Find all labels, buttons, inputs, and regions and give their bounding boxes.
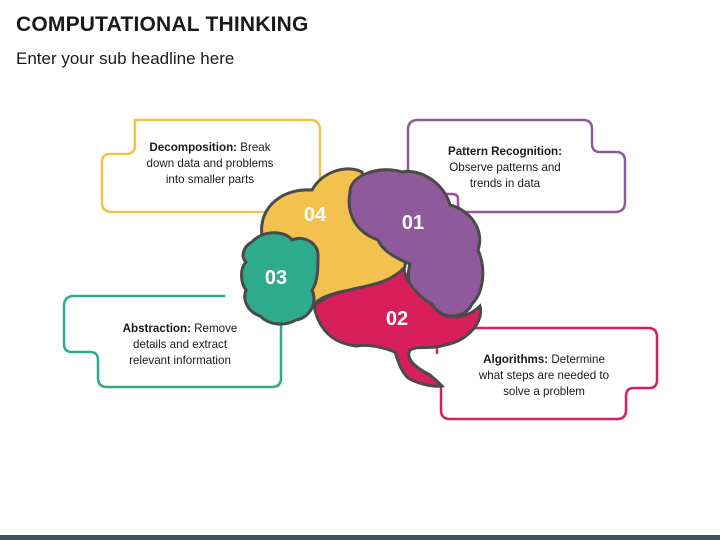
abstraction-title: Abstraction:	[122, 322, 191, 335]
page-subtitle: Enter your sub headline here	[16, 49, 235, 68]
pattern-recognition-line1: Observe patterns and	[449, 161, 561, 174]
brain-part-01-purple	[347, 168, 485, 318]
step-number-01: 01	[402, 212, 424, 234]
algorithms-line1: Determine	[551, 353, 605, 366]
brain-part-02-red	[312, 264, 483, 388]
algorithms-line2: what steps are needed to	[478, 369, 610, 382]
bottom-bar	[0, 535, 720, 540]
step-number-02: 02	[386, 308, 408, 330]
algorithms-box-outline	[435, 326, 659, 421]
pattern-recognition-text: Pattern Recognition: Observe patterns an…	[430, 144, 580, 192]
decomposition-line2: down data and problems	[146, 157, 274, 170]
abstraction-line3: relevant information	[129, 354, 231, 367]
decomposition-line3: into smaller parts	[165, 173, 255, 186]
abstraction-line1: Remove	[194, 322, 238, 335]
abstraction-text: Abstraction: Remove details and extract …	[105, 321, 255, 369]
abstraction-line2: details and extract	[132, 338, 228, 351]
decomposition-text: Decomposition: Break down data and probl…	[130, 140, 290, 188]
pattern-recognition-line2: trends in data	[469, 177, 541, 190]
brain-part-03-green	[240, 231, 320, 326]
decomposition-title: Decomposition:	[149, 141, 238, 154]
pattern-recognition-title: Pattern Recognition:	[447, 145, 562, 158]
abstraction-box-outline	[62, 294, 283, 389]
pattern-recognition-box-outline	[406, 118, 627, 214]
algorithms-title: Algorithms:	[483, 353, 549, 366]
algorithms-line3: solve a problem	[503, 385, 585, 398]
step-number-04: 04	[304, 204, 327, 226]
algorithms-text: Algorithms: Determine what steps are nee…	[464, 352, 624, 400]
page-title: COMPUTATIONAL THINKING	[16, 13, 309, 36]
decomposition-line1: Break	[240, 141, 271, 154]
step-number-03: 03	[265, 267, 287, 289]
